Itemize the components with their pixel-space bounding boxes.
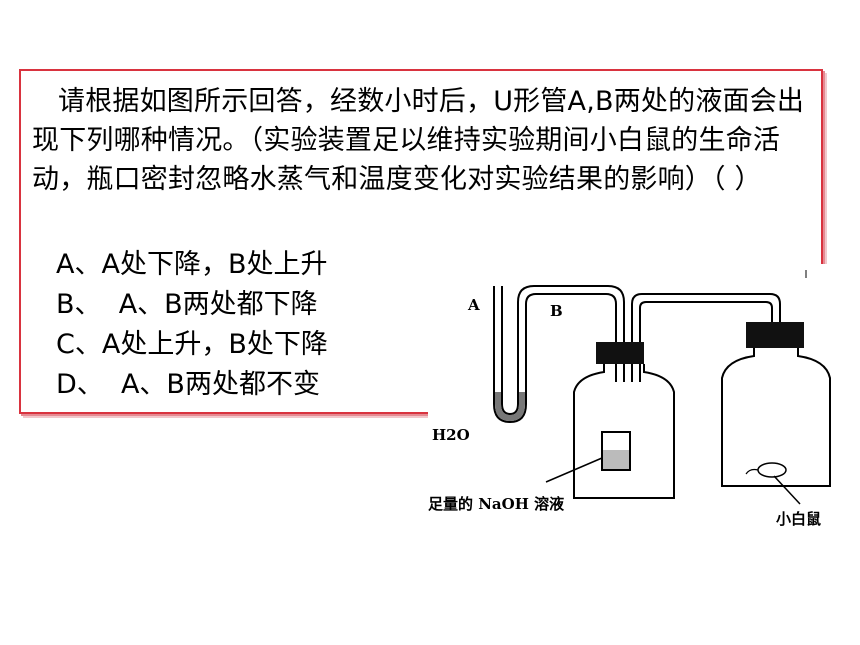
- right-bottle: [721, 348, 831, 487]
- connecting-tube: [631, 293, 781, 346]
- apparatus-drawing: [493, 270, 831, 505]
- option-b[interactable]: B、 A、B两处都下降: [56, 289, 318, 320]
- left-bottle: [573, 364, 675, 499]
- mouse-pointer: [773, 475, 801, 505]
- label-mouse: 小白鼠: [776, 510, 822, 528]
- label-a: A: [468, 296, 480, 314]
- options-list: A、A处下降，B处上升 B、 A、B两处都下降 C、A处上升，B处下降 D、 A…: [56, 245, 328, 405]
- right-bottle-stopper: [746, 322, 804, 348]
- mouse-shape: [757, 462, 787, 478]
- label-water: H2O: [432, 426, 470, 444]
- connecting-tube-inner: [639, 301, 773, 346]
- solution-pointer: [545, 457, 603, 483]
- label-b: B: [550, 302, 563, 320]
- question-text: 请根据如图所示回答，经数小时后，U形管A,B两处的液面会出现下列哪种情况。（实验…: [32, 82, 814, 199]
- option-d[interactable]: D、 A、B两处都不变: [56, 369, 320, 400]
- u-tube-inner: [501, 286, 519, 416]
- question-body: 请根据如图所示回答，经数小时后，U形管A,B两处的液面会出现下列哪种情况。（实验…: [32, 86, 805, 195]
- u-tube-water: [495, 392, 525, 421]
- naoh-liquid: [603, 450, 629, 469]
- tube-b-inner: [517, 285, 625, 346]
- naoh-beaker: [601, 431, 631, 471]
- tube-b: [525, 293, 617, 346]
- question-frame: [19, 69, 823, 414]
- option-a[interactable]: A、A处下降，B处上升: [56, 249, 328, 280]
- left-bottle-stopper: [596, 342, 644, 364]
- option-c[interactable]: C、A处上升，B处下降: [56, 329, 328, 360]
- u-tube-outer: [493, 286, 527, 424]
- mouse-tail: [745, 468, 759, 475]
- label-solution: 足量的 NaOH 溶液: [428, 495, 565, 513]
- experiment-diagram: A B H2O 足量的 NaOH 溶液 小白鼠: [428, 264, 860, 532]
